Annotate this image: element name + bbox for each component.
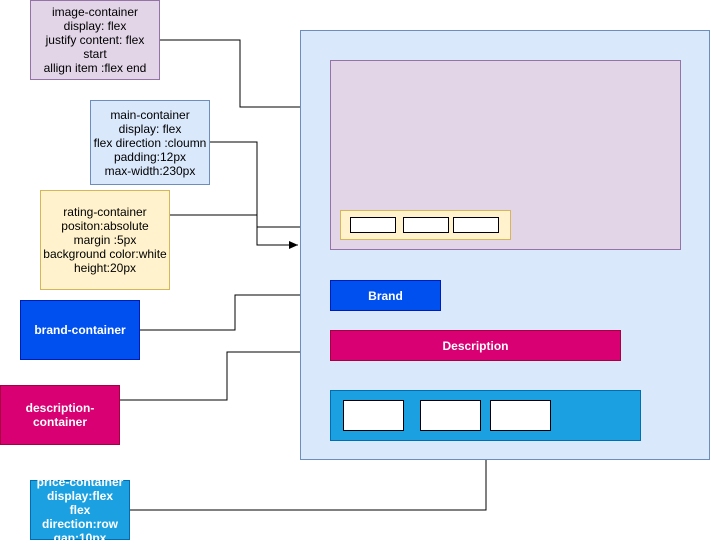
description-block: Description [330, 330, 621, 361]
rating-star-placeholder [350, 217, 396, 233]
brand-block: Brand [330, 280, 441, 311]
note-line: image-container [51, 5, 139, 19]
rating-container-note: rating-container positon:absolute margin… [40, 190, 170, 290]
note-line: positon:absolute [61, 219, 149, 233]
description-label: Description [442, 338, 509, 353]
rating-container-arrow [170, 214, 339, 231]
price-item-placeholder [420, 400, 481, 431]
note-label: brand-container [34, 323, 126, 337]
note-line: main-container [110, 107, 190, 122]
image-container-note: image-container display: flex justify co… [30, 0, 160, 80]
price-item-placeholder [343, 400, 404, 431]
rating-star-placeholder [453, 217, 499, 233]
note-line: display: flex [63, 19, 127, 33]
main-container-arrow [210, 141, 298, 249]
note-line: start [83, 47, 107, 61]
description-container-note: description-container [0, 385, 120, 445]
note-line: gap:10px [53, 531, 107, 545]
price-item-placeholder [490, 400, 551, 431]
note-line: padding:12px [113, 149, 187, 164]
note-line: display:flex [46, 489, 114, 503]
note-line: margin :5px [73, 233, 137, 247]
note-line: justify content: flex [45, 33, 145, 47]
note-line: flex direction :cloumn [93, 135, 207, 150]
brand-label: Brand [368, 288, 403, 303]
price-container-note: price-container display:flex flex direct… [30, 475, 130, 545]
description-container-arrow [120, 348, 329, 401]
note-line: allign item :flex end [43, 61, 147, 75]
note-line: flex direction:row [41, 503, 118, 531]
note-label: description-container [25, 401, 95, 429]
brand-container-note: brand-container [20, 300, 140, 360]
note-line: max-width:230px [104, 163, 196, 178]
image-container-arrow [160, 39, 329, 111]
rating-star-placeholder [403, 217, 449, 233]
brand-container-arrow [140, 291, 329, 331]
note-line: background color:white [43, 247, 167, 261]
note-line: height:20px [73, 261, 137, 275]
price-container-arrow [130, 441, 490, 511]
note-line: price-container [36, 475, 124, 489]
note-line: rating-container [63, 205, 147, 219]
main-container-note: main-container display: flex flex direct… [90, 100, 210, 185]
note-line: display: flex [118, 121, 182, 136]
